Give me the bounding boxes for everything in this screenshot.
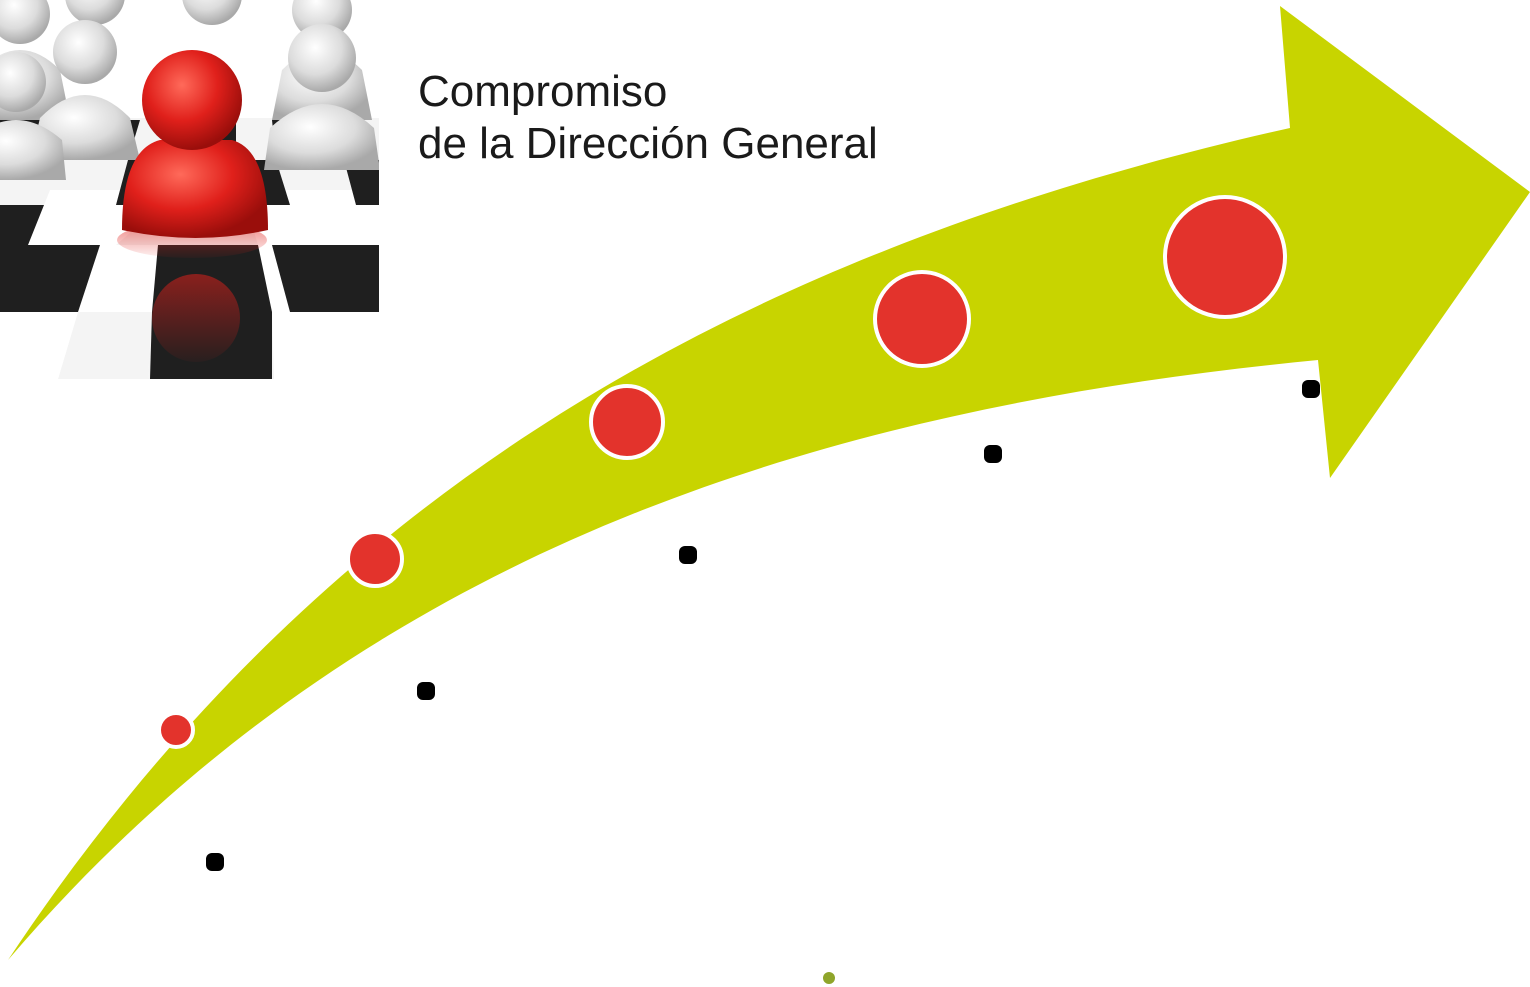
milestone-4 <box>873 270 971 368</box>
bullet-4 <box>984 445 1002 463</box>
milestone-markers <box>157 195 1287 749</box>
milestone-1 <box>157 711 195 749</box>
footer-dot <box>823 972 835 984</box>
bullet-dots <box>206 380 1320 871</box>
caption-line-2: de la Dirección General <box>418 119 878 168</box>
caption-line-1: Compromiso <box>418 67 668 116</box>
milestone-5 <box>1163 195 1287 319</box>
progress-arrow <box>8 6 1530 960</box>
bullet-1 <box>206 853 224 871</box>
crowd-pawns <box>0 0 379 180</box>
bullet-3 <box>679 546 697 564</box>
milestone-3 <box>589 384 665 460</box>
milestone-2 <box>346 530 404 588</box>
bullet-2 <box>417 682 435 700</box>
slide-caption: Compromiso de la Dirección General <box>418 66 878 170</box>
leader-pawn-chessboard-icon <box>0 0 379 379</box>
bullet-5 <box>1302 380 1320 398</box>
leader-pawn <box>122 50 268 238</box>
